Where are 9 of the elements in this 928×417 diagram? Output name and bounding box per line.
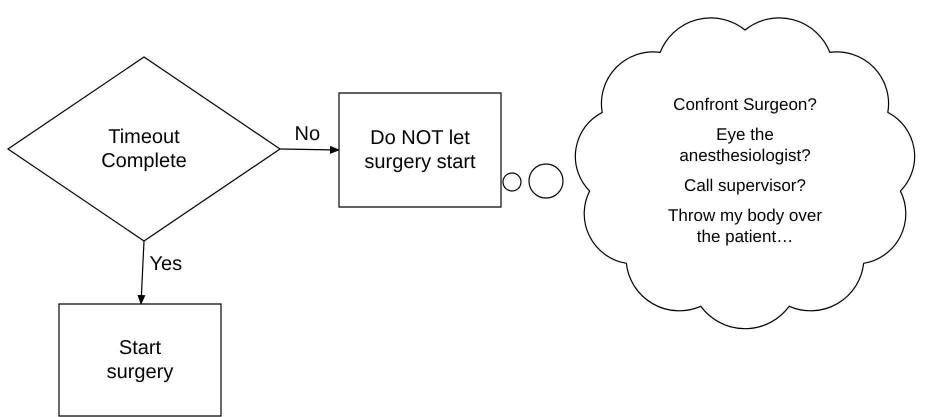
node-text: Call supervisor?: [683, 176, 807, 196]
node-text: Throw my body over the patient…: [667, 206, 823, 248]
node-text: Start surgery: [106, 336, 174, 384]
arrow: [137, 240, 146, 305]
arrow: [280, 146, 340, 154]
node-text: Confront Surgeon?: [672, 94, 818, 116]
node-text: Timeout Complete: [100, 125, 188, 173]
node-text: Eye the anesthesiologist?: [678, 125, 812, 166]
node-text: Do NOT let surgery start: [364, 126, 476, 174]
